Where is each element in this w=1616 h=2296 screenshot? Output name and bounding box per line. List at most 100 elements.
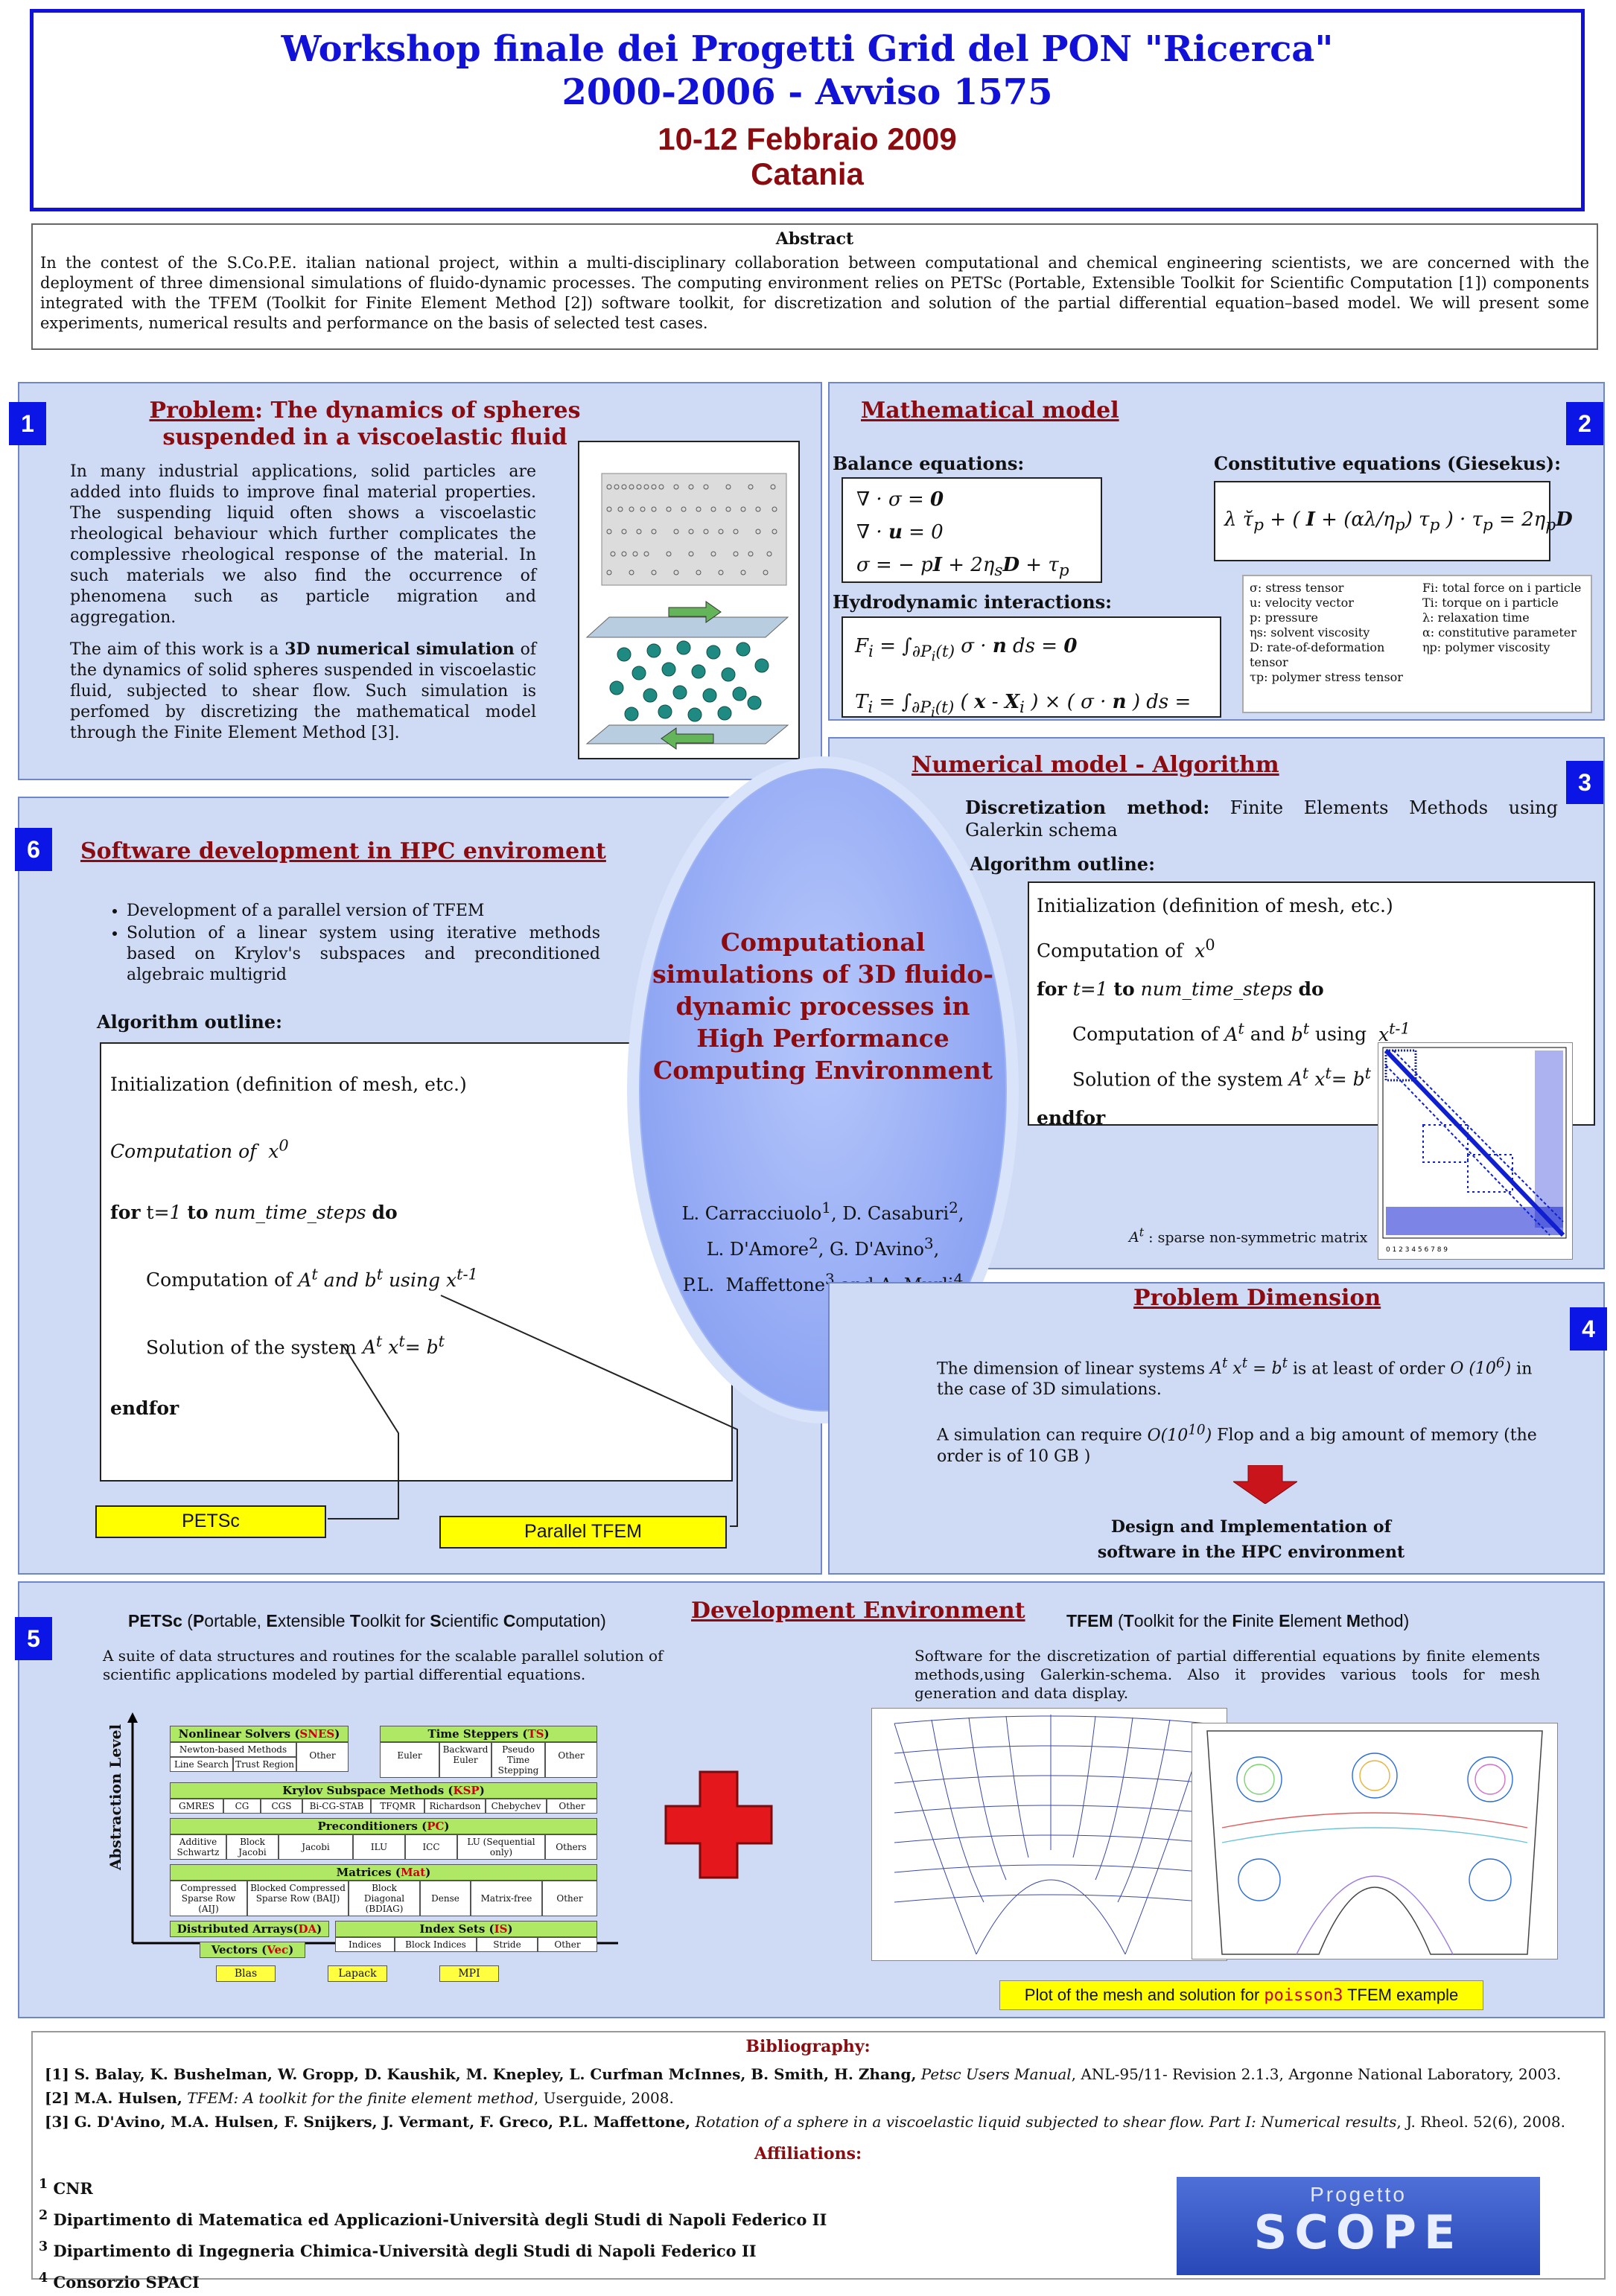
section-number-4: 4 <box>1570 1307 1607 1351</box>
legend-left-1: u: velocity vector <box>1250 596 1354 610</box>
authors-line2: L. D'Amore2, G. D'Avino3, <box>706 1234 940 1260</box>
poster-title-line1: Workshop finale dei Progetti Grid del PO… <box>281 28 1334 70</box>
section1-title-rest: : The dynamics of spheres suspended in a… <box>162 398 581 450</box>
reference-2: [2] M.A. Hulsen, TFEM: A toolkit for the… <box>45 2089 674 2107</box>
logo-progetto: Progetto <box>1310 2183 1407 2206</box>
tfem-description: Software for the discretization of parti… <box>914 1647 1540 1702</box>
mat-cell-4: Matrix-free <box>471 1881 542 1916</box>
s3-alg-line-5: endfor <box>1037 1106 1106 1129</box>
section3-alg-label: Algorithm outline: <box>970 853 1155 875</box>
legend-right-4: ηp: polymer viscosity <box>1422 640 1550 654</box>
ts-cell-1: Backward Euler <box>439 1742 492 1778</box>
ts-header: Time Steppers (TS) <box>380 1726 597 1742</box>
header-box: Workshop finale dei Progetti Grid del PO… <box>30 9 1585 211</box>
petsc-description: A suite of data structures and routines … <box>103 1647 664 1683</box>
legend-right-3: α: constitutive parameter <box>1422 625 1577 640</box>
snes-cell-3: Other <box>296 1742 349 1772</box>
pc-header: Preconditioners (PC) <box>170 1818 597 1834</box>
abstraction-axis-label: Abstraction Level <box>106 1723 124 1871</box>
scope-logo: Progetto SCOPE <box>1177 2177 1540 2275</box>
pc-cell-6: Others <box>545 1834 597 1860</box>
abstract-box: Abstract In the contest of the S.Co.P.E.… <box>31 223 1598 350</box>
logo-scope: SCOPE <box>1253 2205 1463 2260</box>
section1-text: In many industrial applications, solid p… <box>70 462 536 744</box>
is-cell-2: Stride <box>477 1937 538 1952</box>
legend-left-0: σ: stress tensor <box>1250 581 1344 595</box>
mat-cell-1: Blocked Compressed Sparse Row (BAIJ) <box>247 1881 349 1916</box>
mat-cell-2: Block Diagonal (BDIAG) <box>349 1881 420 1916</box>
s6-alg-line-3: Computation of At and bt using xt-1 <box>146 1265 478 1291</box>
plot-caption: Plot of the mesh and solution for poisso… <box>999 1980 1483 2010</box>
contour-lines <box>1206 1730 1543 1955</box>
section2-title: Mathematical model <box>861 398 1119 424</box>
legend-left-2: p: pressure <box>1250 610 1318 625</box>
matrix-caption: At : sparse non-symmetric matrix <box>1129 1225 1368 1246</box>
da-header: Distributed Arrays(DA) <box>170 1921 329 1937</box>
section-number-5: 5 <box>15 1617 52 1660</box>
is-cell-3: Other <box>538 1937 597 1952</box>
legend-left-3: ηs: solvent viscosity <box>1250 625 1370 640</box>
sparse-matrix-pattern: 0 1 2 3 4 5 6 7 8 9 <box>1382 1047 1567 1254</box>
s3-alg-line-3: Computation of At and bt using xt-1 <box>1072 1019 1410 1045</box>
s3-alg-line-2: for t=1 to num_time_steps do <box>1037 978 1324 1001</box>
mat-cell-5: Other <box>542 1881 597 1916</box>
vec-header: Vectors (Vec) <box>200 1942 305 1958</box>
mesh-plot <box>871 1708 1227 1961</box>
hydro-label: Hydrodynamic interactions: <box>833 591 1113 613</box>
hydro-equations-box: Fi = ∫∂Pi(t) σ · n ds = 0 Ti = ∫∂Pi(t) (… <box>842 616 1221 768</box>
mat-cell-0: Compressed Sparse Row (AIJ) <box>170 1881 247 1916</box>
balance-eq-3: σ = − pI + 2ηsD + τp <box>856 554 1069 581</box>
particles-figure <box>578 441 800 759</box>
giesekus-equation-box: λ τ̆p + ( I + (αλ/ηp) τp ) · τp = 2ηpD <box>1214 481 1573 561</box>
is-header: Index Sets (IS) <box>335 1921 597 1937</box>
s3-alg-line-4: Solution of the system At xt= bt <box>1072 1064 1371 1090</box>
pc-cell-1: Block Jacobi <box>226 1834 279 1860</box>
mat-header: Matrices (Mat) <box>170 1864 597 1881</box>
s6-alg-line-4: Solution of the system At xt= bt <box>146 1332 445 1358</box>
s6-alg-line-0: Initialization (definition of mesh, etc.… <box>110 1074 467 1095</box>
balance-eq-2: ∇ · u = 0 <box>856 521 944 543</box>
plus-icon <box>664 1770 773 1879</box>
balance-eq-1: ∇ · σ = 0 <box>856 488 944 511</box>
is-cell-1: Block Indices <box>395 1937 477 1952</box>
pc-cell-0: Additive Schwartz <box>170 1834 226 1860</box>
pc-cell-4: ICC <box>405 1834 457 1860</box>
section6-bullets: Development of a parallel version of TFE… <box>100 901 600 987</box>
ksp-header: Krylov Subspace Methods (KSP) <box>170 1782 597 1799</box>
section1-title-underlined: Problem <box>149 398 255 424</box>
is-cell-0: Indices <box>335 1937 395 1952</box>
affiliation-2: 2 Dipartimento di Matematica ed Applicaz… <box>39 2208 827 2229</box>
legend-right-1: Ti: torque on i particle <box>1422 596 1559 610</box>
ksp-cell-4: TFQMR <box>371 1799 424 1814</box>
down-arrow-icon <box>1233 1465 1297 1504</box>
snes-header: Nonlinear Solvers (SNES) <box>170 1726 349 1742</box>
giesekus-equation: λ τ̆p + ( I + (αλ/ηp) τp ) · τp = 2ηpD <box>1224 508 1573 535</box>
affiliation-4: 4 Consorzio SPACI <box>39 2271 200 2292</box>
affiliation-1: 1 CNR <box>39 2177 93 2198</box>
balance-equations-box: ∇ · σ = 0 ∇ · u = 0 σ = − pI + 2ηsD + τp <box>842 477 1102 583</box>
legend-right-0: Fi: total force on i particle <box>1422 581 1582 595</box>
section4-text: The dimension of linear systems At xt = … <box>937 1353 1555 1467</box>
section-number-6: 6 <box>15 828 52 871</box>
center-title: Computational simulations of 3D fluido-d… <box>652 928 993 1085</box>
section4-title: Problem Dimension <box>1133 1285 1381 1311</box>
parallel-tfem-label-box: Parallel TFEM <box>439 1516 727 1549</box>
affiliation-3: 3 Dipartimento di Ingegneria Chimica-Uni… <box>39 2239 757 2260</box>
ts-cell-3: Other <box>545 1742 597 1778</box>
abstract-text: In the contest of the S.Co.P.E. italian … <box>40 254 1589 332</box>
authors-line1: L. Carracciuolo1, D. Casaburi2, <box>681 1199 964 1224</box>
snes-cell-1: Line Search <box>170 1757 233 1772</box>
s3-alg-line-1: Computation of x0 <box>1037 936 1215 962</box>
discretization-text: Discretization method: Finite Elements M… <box>965 797 1558 841</box>
mat-cell-3: Dense <box>420 1881 471 1916</box>
reference-list: [1] S. Balay, K. Bushelman, W. Gropp, D.… <box>45 2062 1594 2134</box>
section6-alg-label: Algorithm outline: <box>97 1011 282 1033</box>
ksp-cell-6: Chebychev <box>486 1799 547 1814</box>
reference-3: [3] G. D'Avino, M.A. Hulsen, F. Snijkers… <box>45 2113 1565 2131</box>
section1-title: Problem: The dynamics of spheres suspend… <box>82 398 648 451</box>
petsc-label-box: PETSc <box>95 1505 326 1538</box>
sparse-matrix-plot: 0 1 2 3 4 5 6 7 8 9 <box>1378 1042 1573 1260</box>
section6-title: Software development in HPC enviroment <box>80 838 606 864</box>
bottom-blas: Blas <box>216 1965 276 1982</box>
affiliations-heading: Affiliations: <box>754 2144 862 2163</box>
